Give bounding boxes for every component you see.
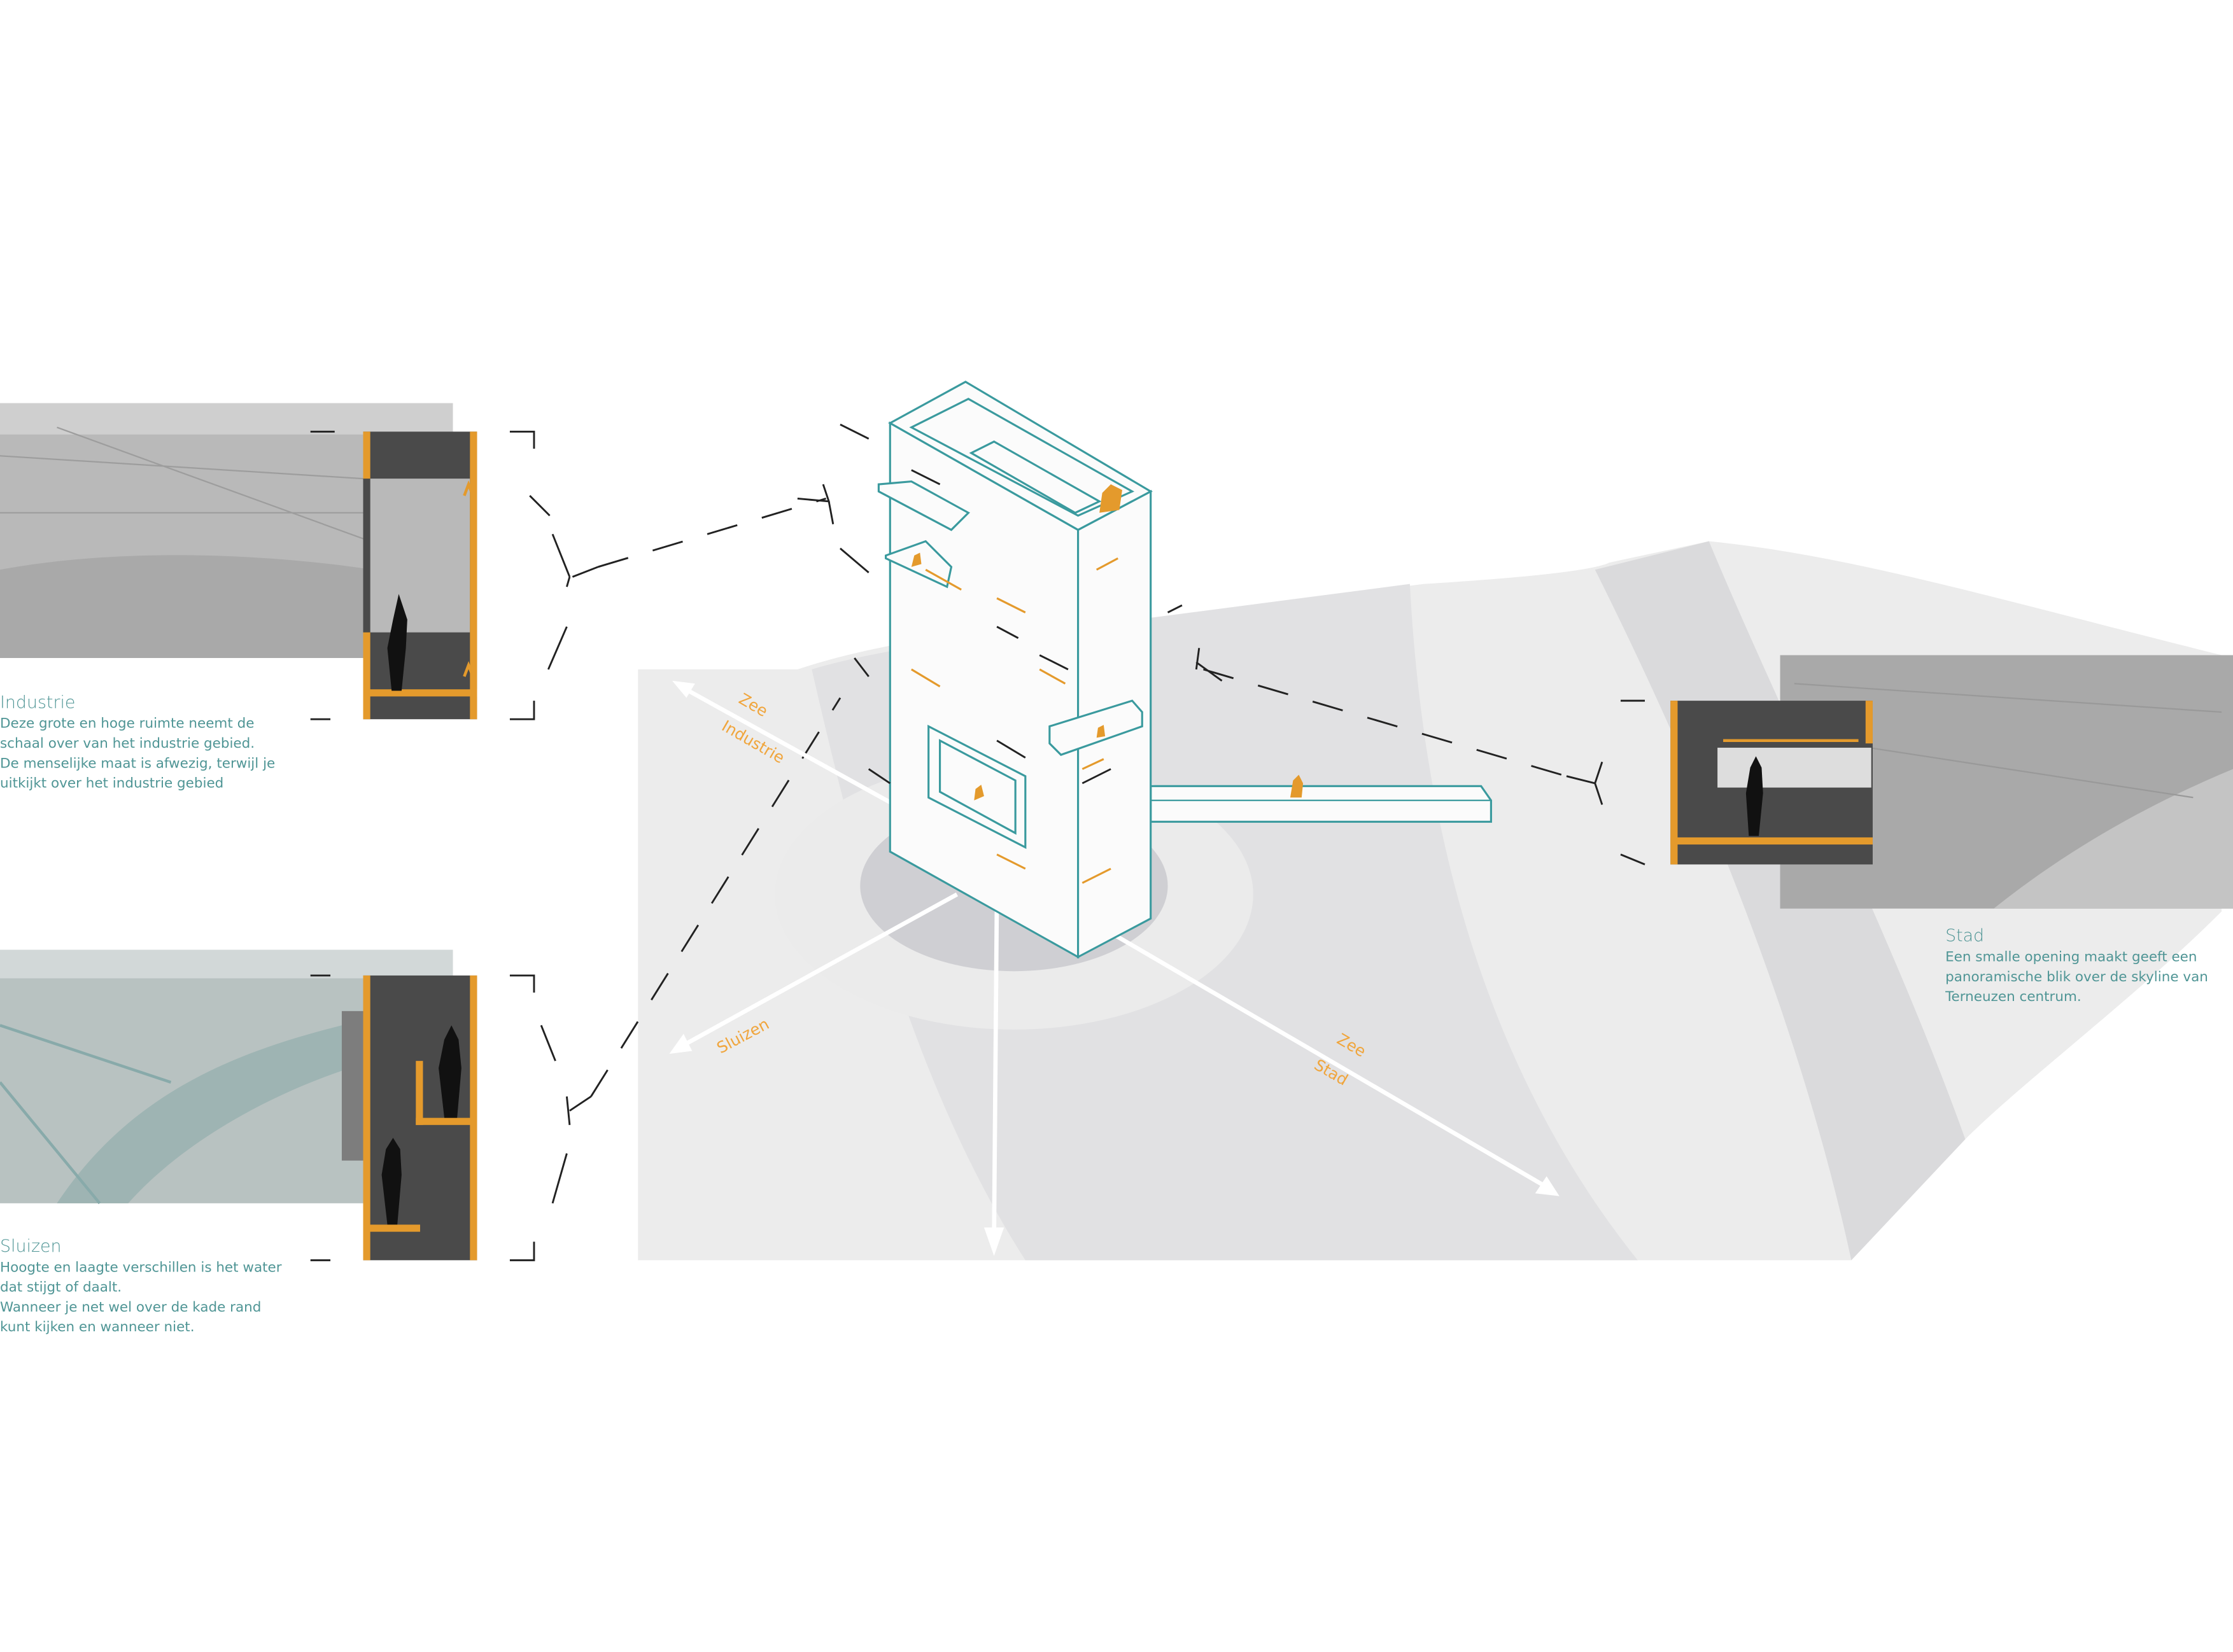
section-stad bbox=[1670, 701, 1873, 865]
person-silhouette bbox=[439, 1025, 461, 1118]
section-sluizen bbox=[341, 975, 477, 1261]
caption-title: Industrie bbox=[0, 692, 75, 712]
caption-industrie: Industrie Deze grote en hoge ruimte neem… bbox=[0, 692, 275, 791]
connector-lines bbox=[310, 423, 1645, 1261]
person-silhouette bbox=[381, 1137, 402, 1225]
caption-line: Een smalle opening maakt geeft een bbox=[1945, 949, 2197, 965]
caption-line: Hoogte en laagte verschillen is het wate… bbox=[0, 1259, 282, 1275]
caption-title: Sluizen bbox=[0, 1236, 62, 1256]
view-arrows bbox=[669, 680, 1560, 1256]
caption-line: panoramische blik over de skyline van bbox=[1945, 969, 2208, 985]
arrow-stad bbox=[1109, 930, 1547, 1188]
caption-line: Terneuzen centrum. bbox=[1945, 989, 2082, 1005]
caption-line: dat stijgt of daalt. bbox=[0, 1280, 122, 1296]
arrow-sluizen bbox=[679, 892, 959, 1049]
caption-title: Stad bbox=[1945, 926, 1984, 946]
caption-line: kunt kijken en wanneer niet. bbox=[0, 1319, 195, 1335]
arrow-icon bbox=[463, 480, 474, 677]
caption-line: Deze grote en hoge ruimte neemt de bbox=[0, 716, 254, 732]
person-silhouette bbox=[387, 594, 407, 691]
tower bbox=[868, 381, 1183, 959]
person-silhouette bbox=[1745, 756, 1763, 836]
caption-line: De menselijke maat is afwezig, terwijl j… bbox=[0, 755, 275, 771]
caption-line: uitkijkt over het industrie gebied bbox=[0, 776, 223, 792]
section-industrie bbox=[363, 431, 477, 720]
caption-line: Wanneer je net wel over de kade rand bbox=[0, 1299, 261, 1315]
arrow-south bbox=[992, 894, 999, 1239]
caption-sluizen: Sluizen Hoogte en laagte verschillen is … bbox=[0, 1236, 282, 1335]
arrow-industrie bbox=[679, 684, 896, 807]
caption-stad: Stad Een smalle opening maakt geeft een … bbox=[1945, 926, 2208, 1005]
caption-line: schaal over van het industrie gebied. bbox=[0, 736, 255, 752]
